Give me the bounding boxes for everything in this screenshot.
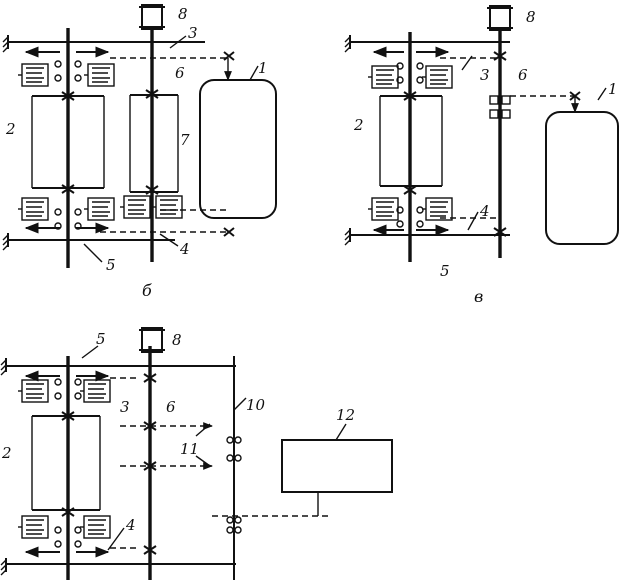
label-5: 5: [96, 330, 106, 348]
label-4: 4: [479, 202, 490, 220]
ground-mark: [2, 232, 9, 251]
block-12: [281, 439, 393, 493]
label-2: 2: [1, 444, 12, 462]
ground-mark: [344, 227, 351, 246]
label-4: 4: [125, 516, 136, 534]
label-8: 8: [172, 331, 182, 349]
label-11: 11: [180, 440, 199, 458]
ground-mark: [0, 557, 7, 576]
ground-mark: [0, 357, 7, 376]
label-2: 2: [353, 116, 364, 134]
label-10: 10: [246, 396, 266, 414]
panel-caption-b: б: [142, 281, 152, 300]
panel-v: 8 3 6 1 2 4 5 в: [344, 5, 619, 306]
ground-mark: [344, 34, 351, 53]
panel-b: 8 3 6 1 2 7 4 5 б: [2, 4, 277, 300]
label-1: 1: [258, 59, 268, 77]
label-6: 6: [175, 64, 185, 82]
label-3: 3: [120, 398, 130, 416]
panel-third: 8 5 3 6 10 11 12 2 4: [0, 327, 393, 580]
label-6: 6: [518, 66, 528, 84]
block-1: [199, 79, 277, 219]
label-2: 2: [5, 120, 16, 138]
block-1: [545, 111, 619, 245]
panel-caption-v: в: [474, 287, 483, 306]
label-5: 5: [106, 256, 116, 274]
label-5: 5: [440, 262, 450, 280]
label-3: 3: [480, 66, 490, 84]
label-7: 7: [180, 131, 190, 149]
label-12: 12: [336, 406, 355, 424]
label-8: 8: [526, 8, 536, 26]
label-4: 4: [179, 240, 190, 258]
label-1: 1: [608, 80, 618, 98]
label-8: 8: [178, 5, 188, 23]
label-3: 3: [188, 24, 198, 42]
label-6: 6: [166, 398, 176, 416]
ground-mark: [2, 34, 9, 53]
